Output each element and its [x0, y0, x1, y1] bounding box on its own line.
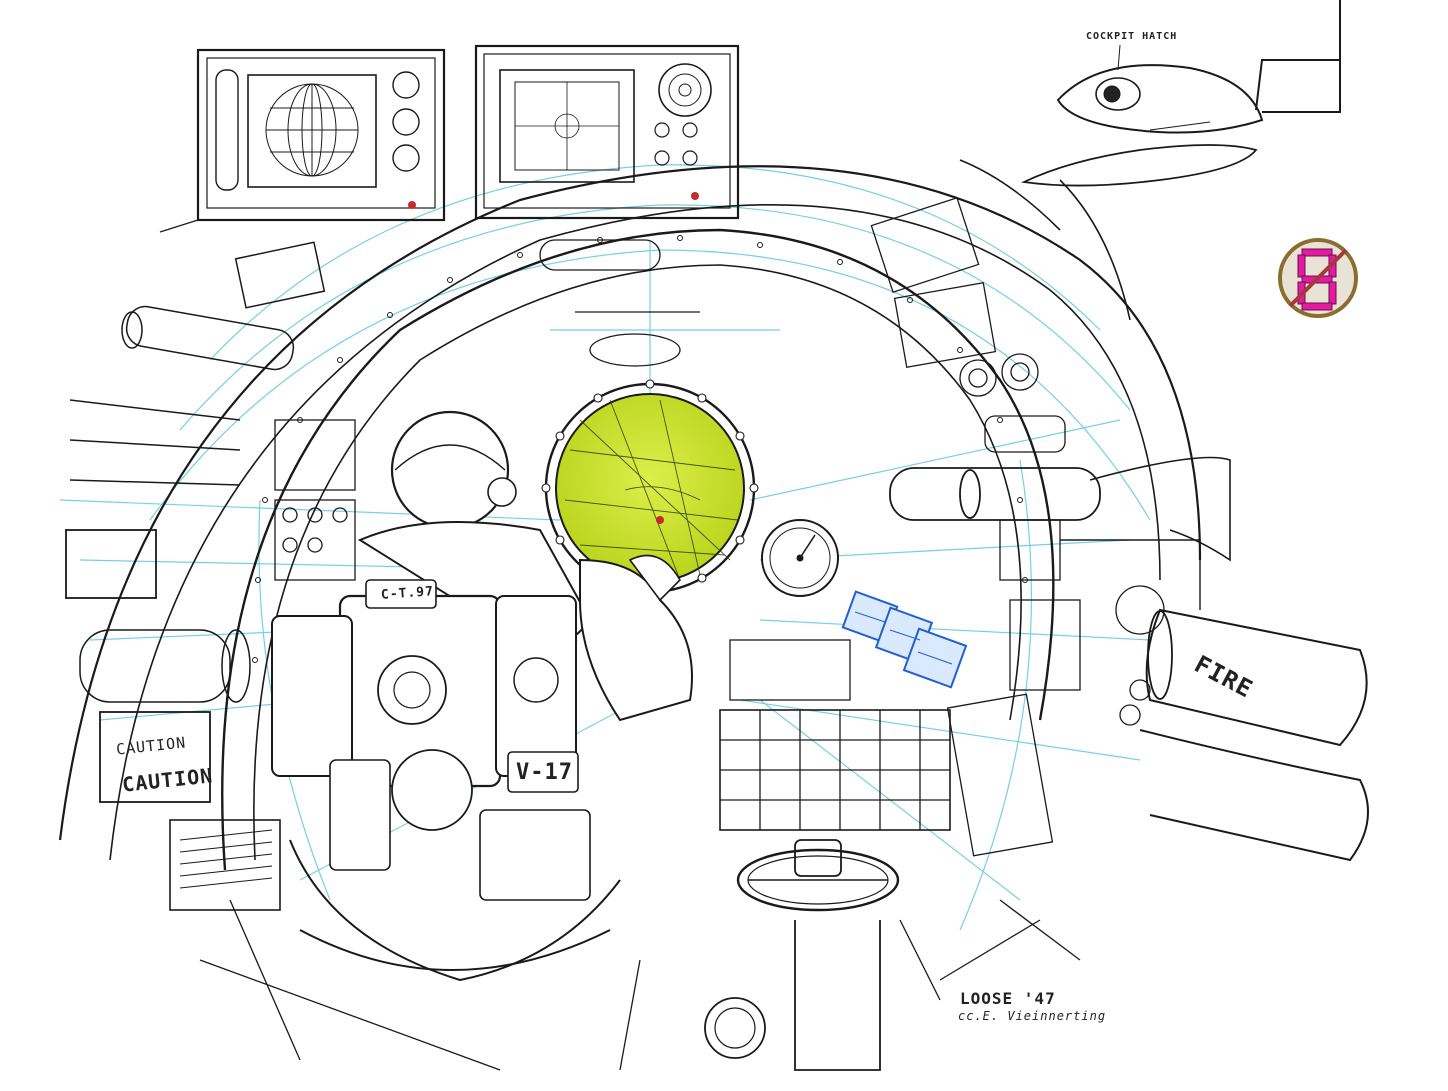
cockpit-hatch-label: COCKPIT HATCH — [1086, 31, 1178, 42]
artist-signature: LOOSE '47 — [960, 989, 1056, 1008]
gauge-icon — [658, 63, 712, 117]
right-torpedo-tubes — [889, 456, 1369, 862]
artist-credit: cc.E. Vieinnerting — [958, 1009, 1107, 1023]
radar-monitor-left — [159, 48, 446, 233]
pressure-gauge-icon — [761, 519, 839, 597]
pilot-figure — [271, 410, 693, 982]
hull-rings — [58, 159, 1202, 871]
ring-instruments — [274, 196, 1165, 726]
radar-monitor-center — [474, 44, 740, 220]
left-wall-equipment — [65, 241, 326, 911]
floor-plates — [199, 899, 1081, 1071]
steering-wheel-icon — [736, 839, 900, 912]
suit-code-bottom-label: V-17 — [516, 760, 573, 785]
no-sign-icon — [1278, 238, 1358, 318]
blue-control-screens — [841, 590, 968, 689]
control-console — [704, 639, 1054, 1071]
globe-radar-icon — [265, 83, 359, 177]
cockpit-hatch-sketch — [1020, 0, 1341, 187]
